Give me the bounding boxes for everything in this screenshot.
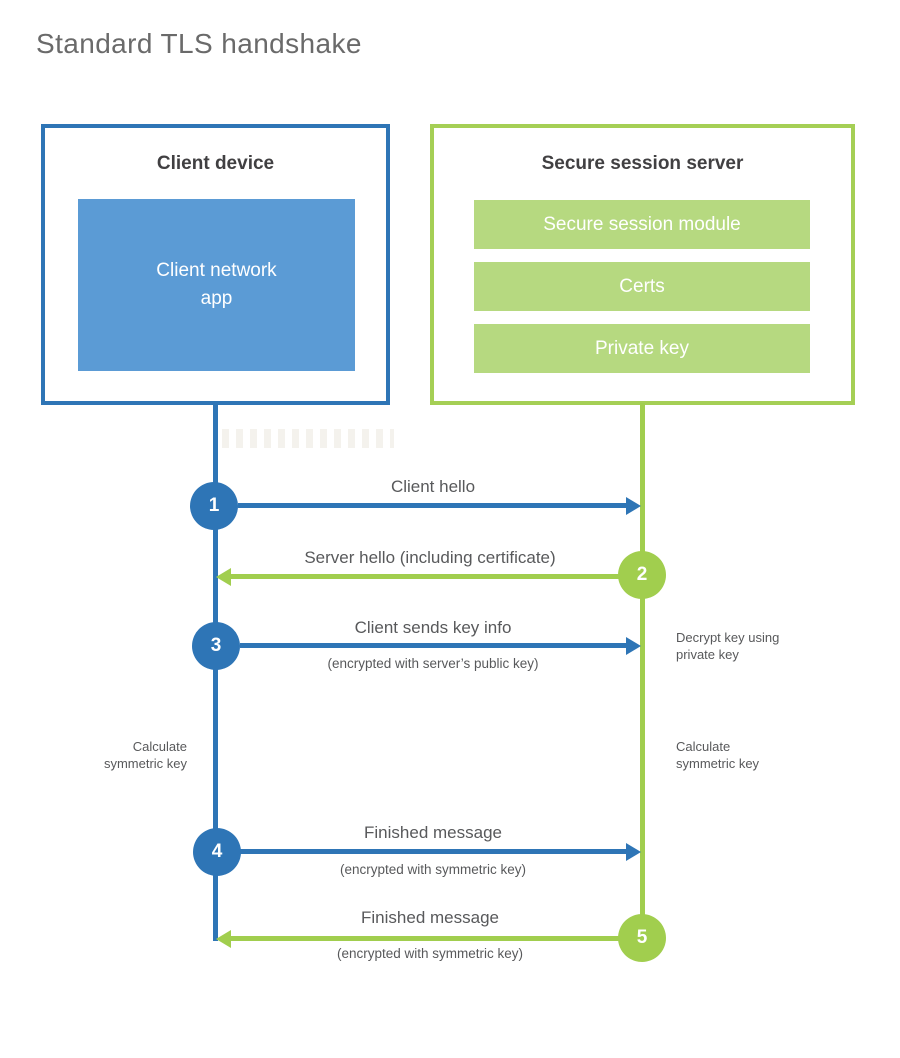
step-4-sublabel: (encrypted with symmetric key) bbox=[339, 862, 527, 877]
step-5-arrow-line bbox=[229, 936, 620, 941]
step-2-label: Server hello (including certificate) bbox=[304, 548, 556, 567]
step-1-label: Client hello bbox=[390, 477, 476, 496]
step-3-arrowhead-icon bbox=[626, 637, 641, 655]
secure-session-server-title: Secure session server bbox=[541, 153, 744, 174]
step-4-badge: 4 bbox=[193, 828, 241, 876]
step-2-arrow-line bbox=[229, 574, 642, 579]
step-4-arrowhead-icon bbox=[626, 843, 641, 861]
note-calculate-symmetric-key-client: Calculate symmetric key bbox=[103, 739, 187, 771]
page-title: Standard TLS handshake bbox=[36, 28, 362, 59]
step-2-arrowhead-icon bbox=[216, 568, 231, 586]
step-3-arrow-line bbox=[240, 643, 628, 648]
step-5-label: Finished message bbox=[361, 908, 499, 927]
note-decrypt-key: Decrypt key using private key bbox=[676, 630, 780, 662]
server-module-private-key: Private key bbox=[474, 324, 810, 373]
step-1-badge: 1 bbox=[190, 482, 238, 530]
step-5-sublabel: (encrypted with symmetric key) bbox=[336, 946, 524, 961]
server-module-secure-session: Secure session module bbox=[474, 200, 810, 249]
client-device-title: Client device bbox=[156, 153, 275, 174]
note-calculate-symmetric-key-server: Calculate symmetric key bbox=[676, 739, 760, 771]
client-lifeline bbox=[213, 403, 218, 941]
step-1-arrowhead-icon bbox=[626, 497, 641, 515]
step-3-sublabel: (encrypted with server’s public key) bbox=[327, 656, 539, 671]
client-network-app-box: Client network app bbox=[78, 199, 355, 371]
step-2-badge: 2 bbox=[618, 551, 666, 599]
step-4-arrow-line bbox=[240, 849, 628, 854]
server-lifeline bbox=[640, 403, 645, 941]
step-5-arrowhead-icon bbox=[216, 930, 231, 948]
step-3-label: Client sends key info bbox=[354, 618, 512, 637]
server-module-certs: Certs bbox=[474, 262, 810, 311]
step-5-badge: 5 bbox=[618, 914, 666, 962]
faint-dashed-artifact bbox=[222, 429, 394, 448]
step-1-arrow-line bbox=[238, 503, 628, 508]
step-3-badge: 3 bbox=[192, 622, 240, 670]
step-4-label: Finished message bbox=[364, 823, 502, 842]
